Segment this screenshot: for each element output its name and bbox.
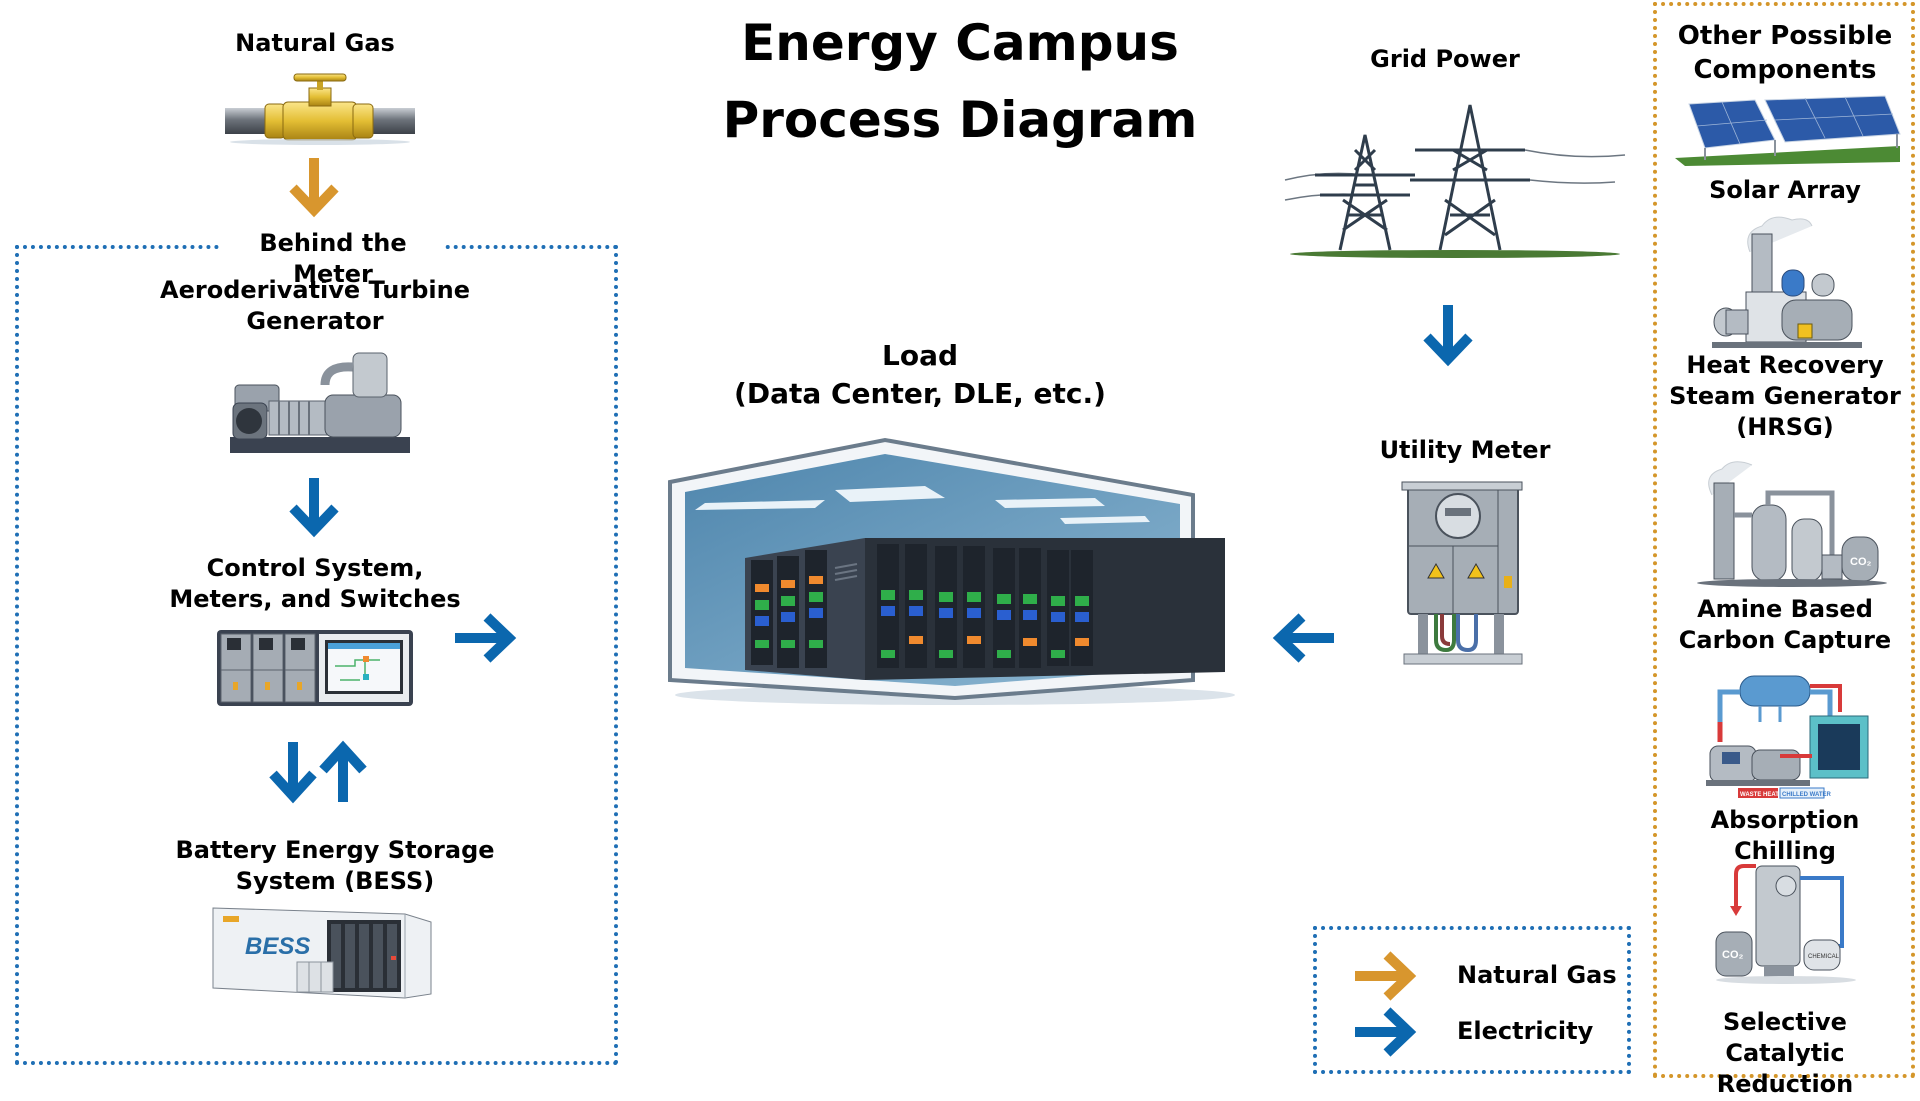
load-label: Load (Data Center, DLE, etc.) bbox=[734, 339, 1106, 410]
legend-electricity-label: Electricity bbox=[1457, 1017, 1594, 1045]
transmission-towers-icon bbox=[1284, 104, 1626, 258]
scr-chemical-label: CHEMICAL bbox=[1808, 954, 1840, 960]
bess-badge-text: BESS bbox=[245, 933, 310, 960]
legend-natural-gas-label: Natural Gas bbox=[1457, 961, 1617, 989]
electricity-flow-arrow-to-load bbox=[455, 613, 517, 663]
turbine-generator-label: Aeroderivative Turbine Generator bbox=[160, 276, 470, 336]
gas-pipe-valve-icon bbox=[225, 73, 415, 145]
bidirectional-electricity-arrows bbox=[269, 740, 367, 804]
solar-array-icon bbox=[1675, 95, 1901, 166]
chiller-chilled-water-tag: CHILLED WATER bbox=[1782, 792, 1832, 798]
chiller-waste-heat-tag: WASTE HEAT bbox=[1740, 792, 1779, 798]
turbine-generator-icon bbox=[230, 352, 410, 453]
electricity-flow-arrow-to-load-left bbox=[1272, 613, 1334, 663]
other-components-heading: Other Possible Components bbox=[1677, 21, 1893, 85]
control-panel-icon bbox=[217, 630, 413, 706]
component-solar-array-label: Solar Array bbox=[1709, 176, 1861, 204]
server-racks bbox=[751, 544, 1093, 668]
control-system-label: Control System, Meters, and Switches bbox=[169, 554, 461, 614]
component-carbon-capture-label: Amine Based Carbon Capture bbox=[1678, 595, 1892, 655]
title-line-1: Energy Campus bbox=[741, 14, 1179, 72]
data-center-icon bbox=[668, 437, 1235, 705]
title-line-2: Process Diagram bbox=[722, 91, 1198, 149]
component-hrsg-label: Heat Recovery Steam Generator (HRSG) bbox=[1669, 351, 1901, 442]
grid-power-label: Grid Power bbox=[1370, 45, 1520, 73]
absorption-chiller-icon: WASTE HEAT CHILLED WATER bbox=[1706, 675, 1869, 799]
hrsg-icon bbox=[1712, 216, 1862, 348]
other-components-boundary bbox=[1653, 2, 1915, 1078]
behind-the-meter-label: Behind the Meter bbox=[222, 228, 444, 291]
page-title: Energy Campus Process Diagram bbox=[700, 5, 1220, 159]
legend-box: Natural Gas Electricity bbox=[1313, 926, 1631, 1074]
scr-co2-label: CO₂ bbox=[1722, 949, 1744, 961]
bess-container-icon: BESS bbox=[212, 907, 432, 999]
electricity-flow-arrow-down bbox=[289, 478, 339, 538]
amine-co2-label: CO₂ bbox=[1850, 556, 1872, 568]
legend-electricity-arrow bbox=[1355, 1007, 1417, 1057]
amine-carbon-capture-icon: CO₂ bbox=[1697, 461, 1887, 587]
utility-meter-cabinet-icon bbox=[1401, 481, 1523, 665]
natural-gas-label: Natural Gas bbox=[235, 29, 395, 57]
electricity-flow-arrow-grid-down bbox=[1423, 305, 1473, 367]
bess-label: Battery Energy Storage System (BESS) bbox=[175, 836, 495, 896]
component-absorption-chilling-label: Absorption Chilling bbox=[1710, 806, 1860, 866]
natural-gas-flow-arrow bbox=[289, 158, 339, 218]
legend-natural-gas-arrow bbox=[1355, 951, 1417, 1001]
scr-icon: CO₂ CHEMICAL bbox=[1715, 864, 1856, 984]
component-scr-label: Selective Catalytic Reduction bbox=[1716, 1008, 1854, 1099]
utility-meter-label: Utility Meter bbox=[1379, 436, 1551, 464]
